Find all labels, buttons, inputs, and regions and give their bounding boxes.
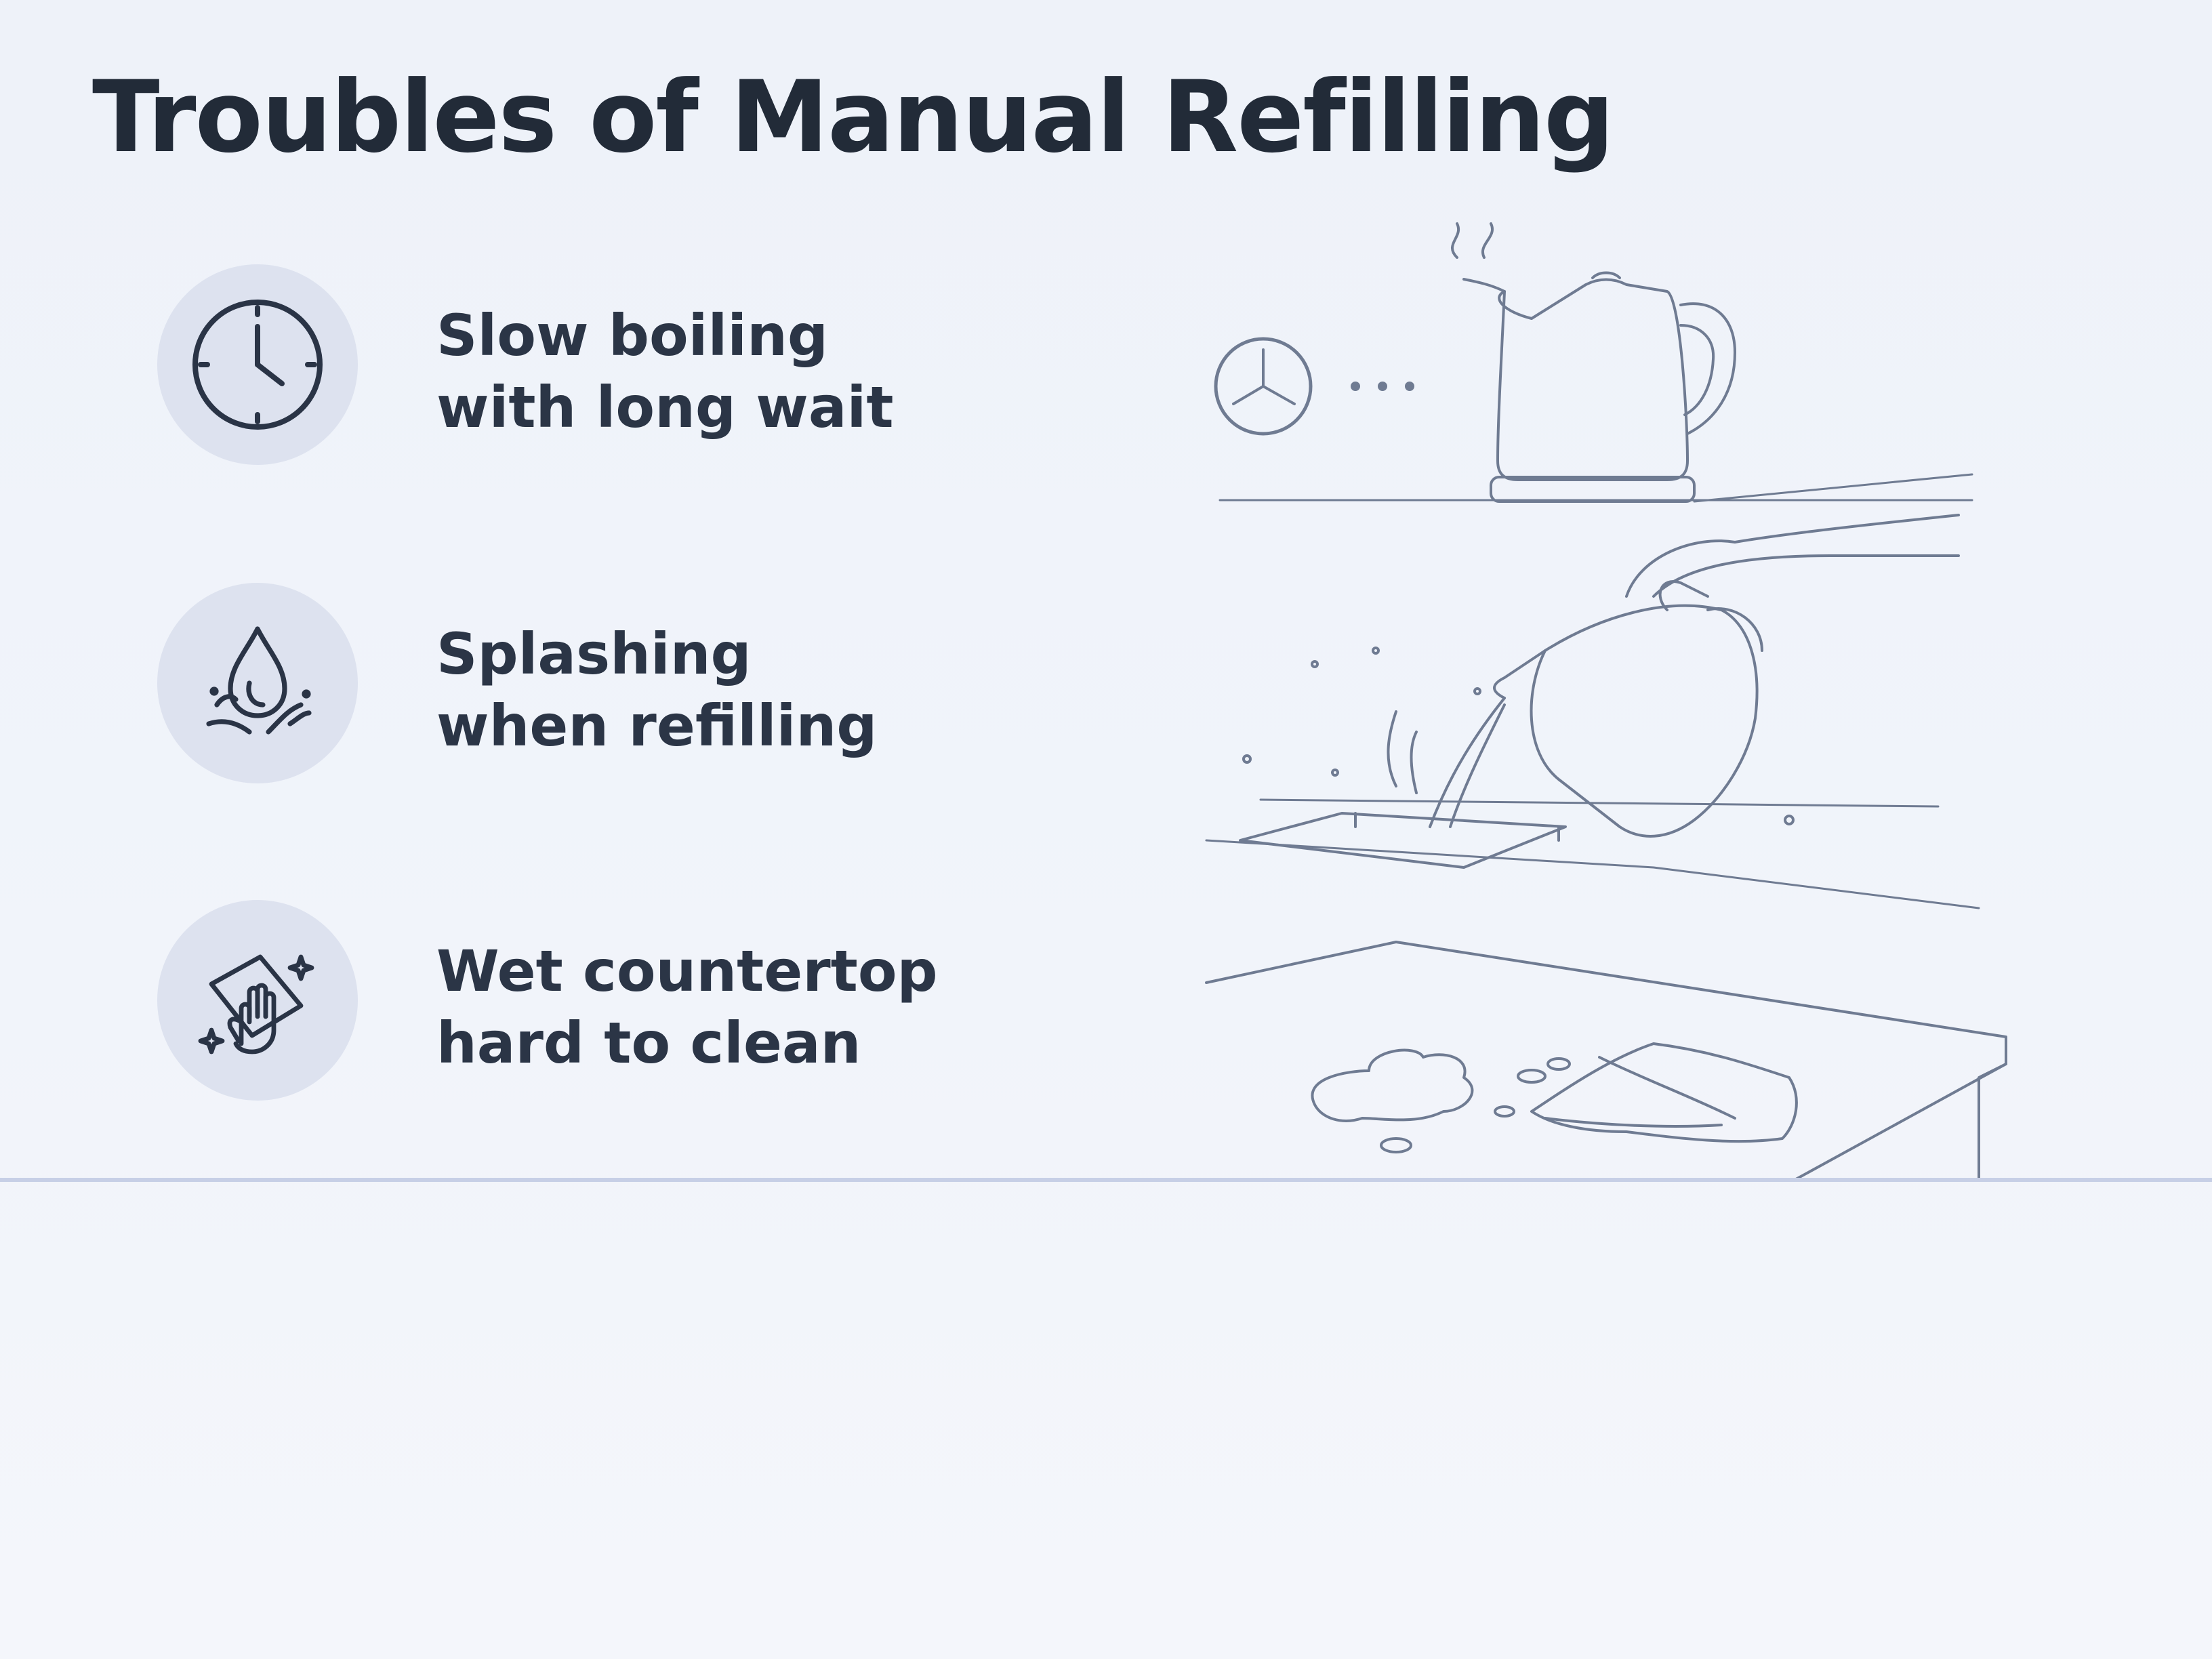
wet-countertop-sketch: [1205, 941, 2007, 1181]
item-line-1: Wet countertop: [436, 938, 938, 1004]
boiling-kettle-sketch: [1214, 222, 1973, 503]
page-title: Troubles of Manual Refilling: [92, 60, 1614, 175]
splash-drop-icon: [157, 583, 358, 783]
item-line-2: hard to clean: [436, 1010, 861, 1076]
item-line-1: Slow boiling: [436, 302, 828, 369]
list-item-splashing: Splashing when refilling: [157, 583, 970, 786]
bottom-divider: [0, 1178, 2212, 1182]
list-item-slow-boiling: Slow boiling with long wait: [157, 264, 970, 468]
item-text: Slow boiling with long wait: [436, 300, 894, 443]
wiping-hand-icon: [157, 900, 358, 1101]
item-line-2: with long wait: [436, 374, 894, 441]
list-item-wet-countertop: Wet countertop hard to clean: [157, 900, 970, 1103]
kettle-illustration: [1125, 217, 2026, 1181]
item-line-1: Splashing: [436, 621, 752, 687]
item-line-2: when refilling: [436, 693, 878, 759]
pouring-kettle-sketch: [1205, 514, 1980, 909]
item-text: Wet countertop hard to clean: [436, 935, 938, 1079]
item-text: Splashing when refilling: [436, 618, 877, 762]
clock-icon: [157, 264, 358, 465]
